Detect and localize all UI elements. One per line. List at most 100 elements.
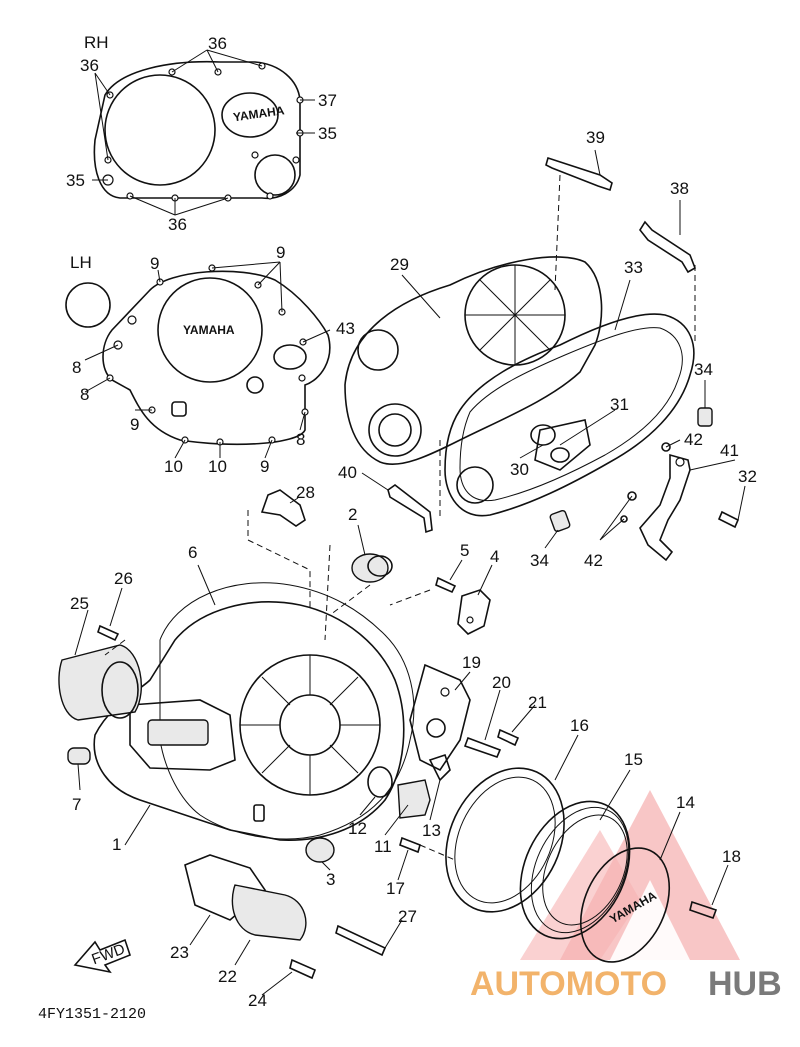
callout-43: 43	[336, 319, 355, 338]
watermark-logo	[520, 790, 740, 960]
callout-9: 9	[260, 457, 269, 476]
bolt-18	[689, 900, 718, 920]
bolt-20	[463, 736, 502, 758]
callout-19: 19	[462, 653, 481, 672]
callout-9: 9	[276, 243, 285, 262]
callout-27: 27	[398, 907, 417, 926]
callout-26: 26	[114, 569, 133, 588]
callout-5: 5	[460, 541, 469, 560]
callout-7: 7	[72, 795, 81, 814]
gasket-16	[445, 767, 565, 913]
callout-36: 36	[208, 34, 227, 53]
bearing-2	[351, 553, 393, 583]
callout-42: 42	[684, 430, 703, 449]
callout-35: 35	[318, 124, 337, 143]
seal-30-31	[530, 424, 570, 463]
callout-6: 6	[188, 543, 197, 562]
callout-1: 1	[112, 835, 121, 854]
bolt-17	[399, 836, 421, 854]
callout-10: 10	[208, 457, 227, 476]
cover-15	[519, 800, 631, 940]
callout-32: 32	[738, 467, 757, 486]
bracket-39	[545, 156, 613, 192]
callout-2: 2	[348, 505, 357, 524]
callout-9: 9	[150, 254, 159, 273]
callout-40: 40	[338, 463, 357, 482]
callout-28: 28	[296, 483, 315, 502]
callout-11: 11	[374, 837, 392, 856]
callout-42: 42	[584, 551, 603, 570]
seal-3	[305, 837, 335, 863]
callout-14: 14	[676, 793, 695, 812]
assembly-lines	[104, 174, 696, 861]
callout-16: 16	[570, 716, 589, 735]
guide-40	[387, 484, 433, 534]
callout-17: 17	[386, 879, 405, 898]
callout-33: 33	[624, 258, 643, 277]
callout-29: 29	[390, 255, 409, 274]
callout-38: 38	[670, 179, 689, 198]
callout-36: 36	[80, 56, 99, 75]
dowel-34	[549, 407, 713, 533]
plug-11	[397, 779, 431, 819]
oring-42	[620, 442, 671, 523]
cover-22	[231, 884, 307, 941]
fwd-arrow: FWD	[73, 938, 131, 974]
callout-10: 10	[164, 457, 183, 476]
plate-4	[457, 589, 491, 635]
crankcase-cover-1	[93, 601, 405, 841]
crankcase-cover-29	[344, 256, 603, 466]
part-code: 4FY1351-2120	[38, 1006, 146, 1023]
bolt-5	[435, 576, 457, 594]
callout-18: 18	[722, 847, 741, 866]
callout-20: 20	[492, 673, 511, 692]
callout-22: 22	[218, 967, 237, 986]
gasket-33	[444, 313, 695, 517]
callout-31: 31	[610, 395, 629, 414]
rh-cover: YAMAHA	[93, 60, 304, 202]
bolt-32	[717, 510, 740, 529]
callout-34: 34	[530, 551, 549, 570]
callout-4: 4	[490, 547, 499, 566]
lh-cover: YAMAHA	[65, 264, 331, 446]
shift-arm-41	[639, 453, 691, 562]
callout-41: 41	[720, 441, 739, 460]
dowel-7	[67, 747, 91, 765]
bracket-28	[260, 489, 306, 527]
bracket-38	[639, 220, 696, 274]
callout-3: 3	[326, 870, 335, 889]
callout-37: 37	[318, 91, 337, 110]
oring-12	[367, 766, 393, 798]
callout-39: 39	[586, 128, 605, 147]
gasket-6	[159, 582, 415, 840]
bolt-26	[97, 624, 120, 642]
callout-15: 15	[624, 750, 643, 769]
callout-34: 34	[694, 360, 713, 379]
callout-9: 9	[130, 415, 139, 434]
bolt-21	[497, 728, 520, 747]
callout-35: 35	[66, 171, 85, 190]
callout-8: 8	[80, 385, 89, 404]
yamaha-logo-lh: YAMAHA	[183, 323, 235, 337]
callout-8: 8	[296, 430, 305, 449]
callout-30: 30	[510, 460, 529, 479]
bolt-24	[289, 958, 317, 980]
callout-13: 13	[422, 821, 441, 840]
callout-21: 21	[528, 693, 547, 712]
starter-motor-25	[58, 644, 142, 721]
cover-23	[184, 854, 267, 921]
cover-19	[409, 663, 471, 772]
leader-lines	[74, 49, 746, 996]
lh-label: LH	[70, 253, 92, 272]
rh-label: RH	[84, 33, 109, 52]
callout-36: 36	[168, 215, 187, 234]
watermark-text-automoto: AUTOMOTO	[470, 965, 667, 1003]
callout-12: 12	[348, 819, 367, 838]
bolt-27	[335, 924, 387, 957]
callout-8: 8	[72, 358, 81, 377]
plug-13	[428, 753, 451, 782]
callout-23: 23	[170, 943, 189, 962]
callout-25: 25	[70, 594, 89, 613]
callout-24: 24	[248, 991, 267, 1010]
